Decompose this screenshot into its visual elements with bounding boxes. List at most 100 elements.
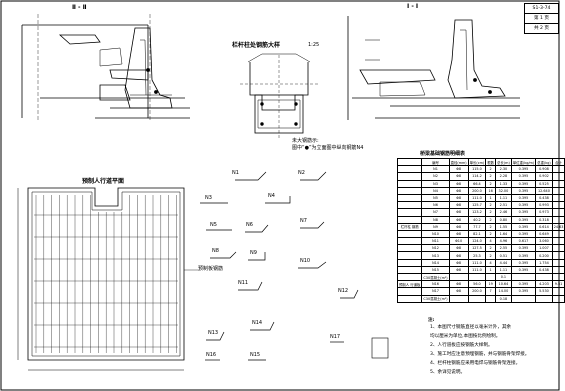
schedule-cell [551,294,565,303]
schedule-cell: 0.18 [495,294,512,303]
bar-mark-n17: N17 [330,334,341,340]
schedule-cell [396,294,423,303]
bar-mark-n16: N16 [206,352,217,358]
schedule-cell [467,272,487,282]
schedule-cell: N12 [421,244,450,253]
schedule-cell: N16 [421,280,450,289]
schedule-header-cell: 直径(mm) [448,157,469,167]
schedule-cell: 2 [485,229,497,239]
schedule-cell: 2.30 [495,165,512,174]
schedule-cell: Φ8 [448,165,469,174]
schedule-cell: N8 [421,215,450,224]
schedule-header-cell: 根数 [485,157,497,167]
schedule-header-cell: 合计 [551,157,565,167]
schedule-cell: N13 [421,251,450,260]
schedule-cell [551,208,565,217]
schedule-cell [551,172,565,181]
schedule-cell [467,294,487,303]
schedule-header-cell: 总重(kg) [535,157,553,167]
schedule-cell: Φ8 [448,229,469,239]
schedule-cell [551,215,565,224]
schedule-cell [396,272,423,282]
note-line: 5、余详见说明。 [430,370,466,375]
schedule-cell: 12.640 [535,186,553,195]
note-line: 2、人行道板应按钢筋大样制。 [430,343,493,348]
schedule-cell [396,287,423,296]
note-line: 均以厘米为单位,本图按比例绘制。 [430,334,501,339]
precast-slab-plan-drawing [17,187,200,371]
bar-mark-n4: N4 [268,193,275,199]
schedule-cell: 预制人 行道板 [396,280,423,289]
schedule-cell [396,172,423,181]
section-1-drawing [347,16,520,120]
total-sheets: 共 2 页 [533,26,550,31]
schedule-cell: 0.902 [535,172,553,181]
schedule-cell: 0.395 [510,229,537,239]
schedule-cell: 1.11 [495,265,512,275]
rail-post-detail-drawing [240,53,318,140]
schedule-cell: N7 [421,208,450,217]
schedule-cell: 0.395 [510,222,537,231]
schedule-cell: 24.63 [551,222,565,231]
schedule-cell [396,215,423,224]
bar-mark-n14: N14 [252,320,263,326]
note-line: 1、本图尺寸钢筋直径以毫米计外，其余 [430,325,512,330]
schedule-cell: Φ8 [448,244,469,253]
schedule-cell: Φ8 [448,280,469,289]
rail-post-detail-scale: 1:25 [308,42,320,48]
schedule-row: C30混凝土(m³) 0.18 [396,294,565,303]
schedule-cell: 123.2 [467,208,487,217]
schedule-cell: N15 [421,265,450,275]
schedule-cell: Φ8 [448,186,469,195]
precast-slab-label: 预制板钢筋 [198,266,224,272]
schedule-cell: 115.0 [467,165,487,174]
schedule-cell: N10 [421,229,450,239]
schedule-cell [535,294,553,303]
schedule-cell: 19 [485,280,497,289]
schedule-cell: 4 [485,258,497,267]
schedule-cell: 0.51 [495,251,512,260]
schedule-cell: 0.649 [535,229,553,239]
schedule-cell [396,208,423,217]
schedule-cell [396,258,423,267]
schedule-cell: C30混凝土(m³) [421,294,450,303]
schedule-cell [485,294,497,303]
schedule-header-cell [396,157,423,167]
schedule-cell [396,237,423,246]
schedule-cell: 0.973 [535,208,553,217]
schedule-cell: 56.0 [467,280,487,289]
schedule-cell: 1.11 [495,193,512,203]
schedule-cell: 125.7 [467,201,487,210]
schedule-cell: Φ8 [448,208,469,217]
schedule-cell [551,229,565,239]
schedule-cell: 5.530 [535,287,553,296]
notes-title: 注: [428,318,435,323]
schedule-cell: 0.617 [510,237,537,246]
schedule-cell [535,272,553,282]
rebar-schedule-table: 编号直径(mm)单长(cm)根数总长(m)单位重(kg/m)总重(kg)合计 N… [396,157,565,303]
schedule-cell: 2.55 [495,244,512,253]
schedule-cell: 0.395 [510,208,537,217]
schedule-cell: 2 [485,165,497,174]
schedule-cell: N11 [421,237,450,246]
schedule-cell: 栏杆柱 钢筋 [396,222,423,231]
bar-shapes [200,171,389,361]
schedule-title: 桥梁基础钢筋明细表 [420,151,466,157]
schedule-cell: 0.993 [535,201,553,210]
schedule-cell [551,186,565,195]
schedule-cell: 0.1 [495,272,512,282]
schedule-cell: 10.64 [495,280,512,289]
schedule-header-cell: 总长(m) [495,157,512,167]
schedule-cell: 200.0 [467,287,487,296]
schedule-header-cell: 单位重(kg/m) [510,157,537,167]
schedule-cell: 1.33 [495,179,512,188]
schedule-cell: 1 [485,193,497,203]
schedule-cell: Φ8 [448,179,469,188]
